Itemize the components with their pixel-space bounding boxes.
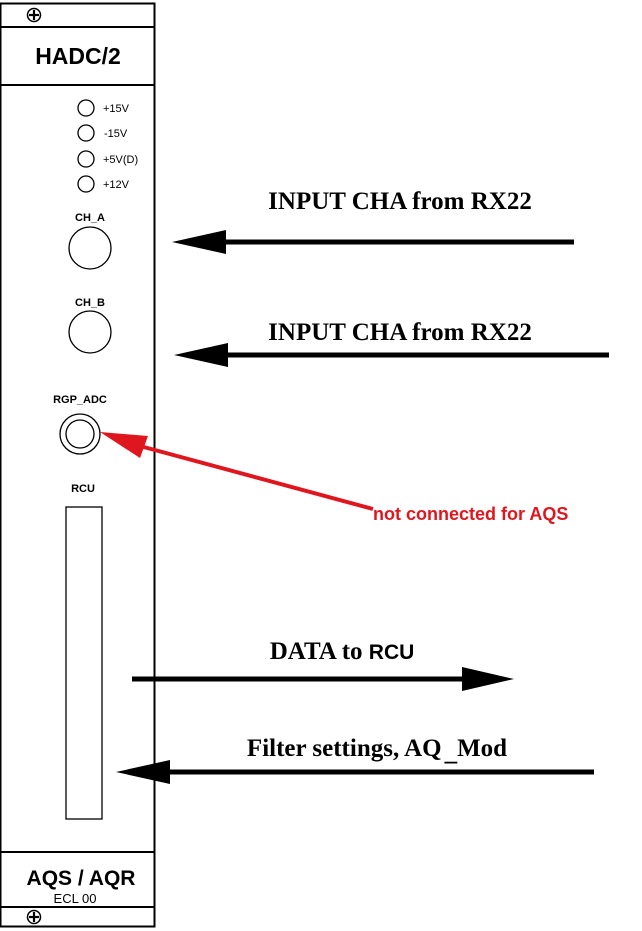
module-title: HADC/2 bbox=[35, 43, 121, 69]
module-bottom-subtitle: ECL 00 bbox=[54, 891, 97, 906]
data-to-rcu-label-suffix: RCU bbox=[369, 641, 415, 664]
input-a-label: INPUT CHA from RX22 bbox=[268, 188, 532, 215]
filter-settings-label-separator: _ bbox=[444, 739, 458, 766]
led-1-indicator-icon bbox=[77, 99, 95, 117]
input-b-arrow bbox=[174, 343, 609, 367]
ch-b-connector-icon bbox=[68, 310, 112, 354]
led-4-label: +12V bbox=[103, 179, 130, 191]
led-1-label: +15V bbox=[103, 103, 130, 115]
led-3-indicator-icon bbox=[77, 150, 95, 168]
led-1: +15V bbox=[77, 99, 130, 117]
data-to-rcu-label-prefix: DATA to bbox=[270, 638, 369, 665]
input-a-arrow bbox=[172, 230, 574, 254]
filter-settings-label-main: Filter settings, AQ bbox=[247, 735, 442, 762]
panel-outline bbox=[0, 2, 156, 928]
led-2-indicator-icon bbox=[77, 124, 95, 142]
data-to-rcu-arrow bbox=[132, 667, 514, 691]
led-3: +5V(D) bbox=[77, 150, 138, 168]
ch-a-label: CH_A bbox=[75, 212, 105, 224]
input-b-label: INPUT CHA from RX22 bbox=[268, 319, 532, 346]
data-to-rcu-label: DATA to RCU bbox=[270, 638, 415, 665]
module-bottom-title: AQS / AQR bbox=[27, 867, 136, 890]
rcu-connector-slot bbox=[65, 506, 103, 820]
led-4: +12V bbox=[77, 175, 130, 193]
rcu-label: RCU bbox=[71, 483, 95, 495]
filter-settings-label: Filter settings, AQ_Mod bbox=[247, 735, 507, 766]
ch-a-connector-icon bbox=[68, 226, 112, 270]
rgp-adc-label: RGP_ADC bbox=[53, 394, 107, 406]
top-screw-icon bbox=[26, 7, 42, 23]
not-connected-note: not connected for AQS bbox=[373, 504, 568, 524]
led-2-label: -15V bbox=[104, 128, 128, 140]
led-3-label: +5V(D) bbox=[103, 154, 138, 166]
bottom-screw-icon bbox=[26, 909, 42, 925]
led-4-indicator-icon bbox=[77, 175, 95, 193]
ch-b-label: CH_B bbox=[75, 297, 105, 309]
filter-settings-arrow bbox=[116, 760, 594, 784]
rgp-adc-connector-icon bbox=[59, 413, 101, 455]
filter-settings-label-end: Mod bbox=[457, 735, 507, 762]
not-connected-arrow bbox=[100, 432, 374, 511]
led-2: -15V bbox=[77, 124, 128, 142]
